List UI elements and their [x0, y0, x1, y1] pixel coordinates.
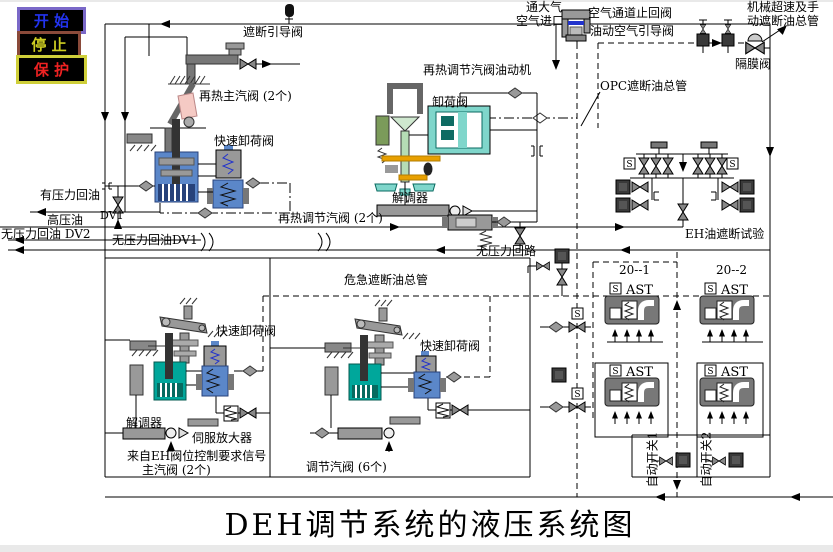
label-unloading-valve: 卸荷阀: [432, 95, 469, 109]
label-main-steam-valve: 主汽阀 (2个): [142, 463, 211, 477]
no-pressure-circuit-valve: [527, 248, 570, 296]
label-emergency-trip-header: 危急遮断油总管: [344, 273, 429, 287]
label-no-pressure-circuit: 无压力回路: [476, 244, 537, 258]
reheat-main-valve-actuator: [105, 54, 239, 227]
label-control-steam-valve: 调节汽阀 (6个): [306, 460, 387, 474]
label-air-inlet: 空气进口: [516, 14, 565, 28]
quick-unloading-valve-bm: [389, 351, 469, 425]
bottom-edge: [0, 545, 833, 552]
label-auto-switch-1: 自动开关1: [645, 431, 660, 488]
label-reheat-servo-motor: 再热调节汽阀油动机: [423, 63, 532, 77]
label-air-pilot-valve: 油动空气引导阀: [590, 24, 675, 38]
orifice-fitting: [532, 112, 548, 124]
trip-pilot-valve: [225, 4, 300, 70]
stop-button[interactable]: 停 止: [17, 31, 81, 58]
ast-label: AST: [720, 283, 748, 298]
label-vent-atmosphere: 通大气: [526, 0, 563, 14]
label-reheat-control-valve: 再热调节汽阀 (2个): [278, 211, 383, 225]
label-quick-unloading-valve-bm: 快速卸荷阀: [420, 339, 481, 353]
label-pressurized-return: 有压力回油: [40, 188, 101, 202]
start-button[interactable]: 开 始: [17, 7, 86, 34]
label-quick-unloading-valve-bl: 快速卸荷阀: [216, 324, 277, 338]
label-diaphragm-valve: 隔膜阀: [735, 57, 772, 71]
label-opc-trip-header: OPC遮断油总管: [600, 79, 688, 93]
solenoid-s-label: S: [626, 160, 632, 170]
page-title: DEH调节系统的液压系统图: [224, 508, 636, 543]
solenoid-s-label: S: [574, 310, 580, 320]
top-edge: [0, 0, 833, 2]
ast-trip-blocks: S S S S AST AST AST AST: [605, 282, 754, 424]
trip-oil-dashed-lines: [257, 42, 770, 497]
trip-header-solenoid-b: S: [540, 367, 586, 413]
label-eh-trip-test: EH油遮断试验: [685, 227, 765, 241]
label-reheat-main-valve: 再热主汽阀 (2个): [199, 89, 292, 103]
trip-solenoid-valves: [696, 19, 735, 53]
auto-switch-2-assembly: [705, 452, 744, 468]
ast-s-label: S: [707, 285, 713, 295]
diaphragm-valve: [745, 25, 787, 55]
label-servo-amplifier: 伺服放大器: [192, 431, 253, 445]
ast-label: AST: [625, 365, 653, 380]
protect-button[interactable]: 保 护: [16, 55, 87, 84]
demodulator-top: [376, 204, 537, 217]
label-air-check-valve: 空气通道止回阀: [588, 6, 673, 20]
quick-unloading-valve-bl: [187, 341, 258, 427]
label-eh-signal: 来自EH阀位控制要求信号: [127, 449, 267, 463]
label-block-20-1: 20--1: [619, 263, 651, 277]
control-steam-valve-actuator: [270, 299, 530, 428]
label-trip-pilot-valve: 遮断引导阀: [243, 25, 304, 39]
label-no-pressure-return-dv2: 无压力回油 DV2: [1, 227, 91, 241]
label-mech-overspeed-1: 机械超速及手: [747, 0, 820, 14]
demodulator-bottom-left: [105, 427, 190, 452]
label-mech-overspeed-2: 动遮断油总管: [747, 14, 820, 28]
label-demodulator-top: 解调器: [392, 191, 429, 205]
unloading-valve-block: [409, 87, 543, 222]
air-check-valve-device: [555, 9, 591, 62]
ast-label: AST: [625, 283, 653, 298]
label-hp-oil: 高压油: [47, 213, 84, 227]
main-steam-valve-actuator: [105, 297, 270, 428]
label-quick-unloading-valve-top: 快速卸荷阀: [214, 134, 275, 148]
servo-valve-top: [442, 214, 537, 250]
ast-s-label: S: [612, 367, 618, 377]
solenoid-s-label: S: [574, 390, 580, 400]
trip-header-solenoid-a: S: [540, 307, 586, 333]
ast-s-label: S: [612, 285, 618, 295]
reheat-control-servo-actuator: [374, 83, 441, 205]
label-block-20-2: 20--2: [716, 263, 748, 277]
quick-unloading-valve-top: [197, 145, 261, 219]
opc-label-pointer: [580, 91, 601, 127]
solenoid-s-label: S: [729, 160, 735, 170]
label-no-pressure-return-dv1: 无压力回油DV1: [112, 233, 198, 247]
label-demodulator-bottom: 解调器: [126, 416, 163, 430]
demodulator-bottom-mid: [310, 427, 395, 452]
ast-s-label: S: [707, 367, 713, 377]
ast-label: AST: [720, 365, 748, 380]
label-dv1-valve: DV1: [100, 209, 124, 222]
auto-switch-1-assembly: [652, 452, 691, 468]
label-auto-switch-2: 自动开关2: [699, 431, 714, 488]
eh-trip-test-manifold: S S: [615, 141, 755, 227]
